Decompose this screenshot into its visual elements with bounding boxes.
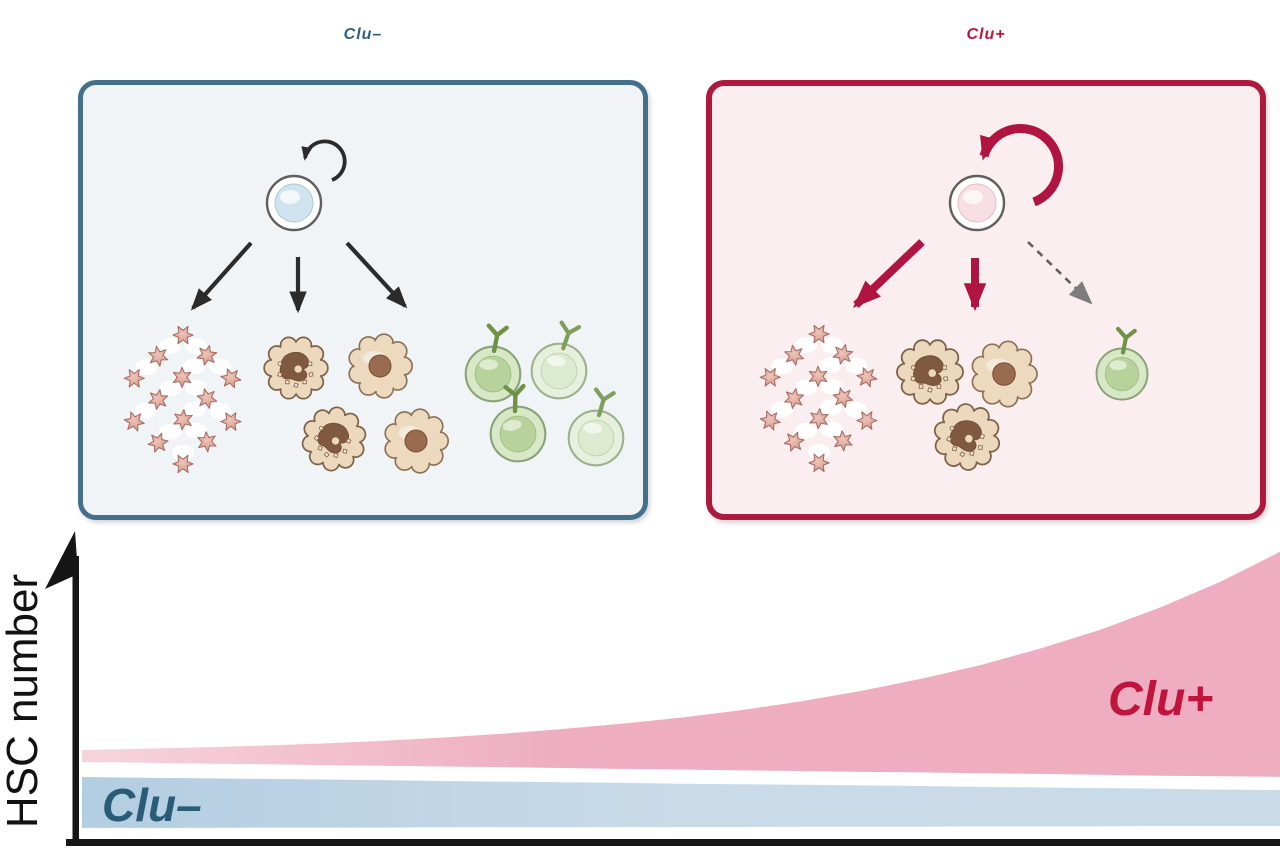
arrow-to-platelets [852,239,925,308]
self-renewal-arrow [301,139,347,182]
self-renewal-arrow [979,123,1064,207]
lymphoid-cell [1097,329,1148,400]
panel-clu-minus [78,80,648,520]
myeloid-cells [896,339,1038,478]
arrow-to-lymphoid [345,241,408,309]
dashed-arrow-to-lymphoid [1027,241,1093,305]
arrow-to-platelets [190,241,253,311]
clu-minus-area [82,776,1280,828]
x-axis-line [66,839,1280,846]
chart-series-label-clu-plus: Clu+ [1108,673,1214,726]
lymphoid-cells [466,319,628,467]
y-axis-label: HSC number [0,573,47,829]
panel-clu-plus-art [712,123,1260,478]
y-axis-line [72,556,79,845]
panel-clu-plus [706,80,1266,520]
clu-plus-area [82,551,1280,777]
myeloid-cells [263,333,450,482]
hsc-cell [948,174,1006,232]
panel-title-clu-plus: Clu+ [966,26,1006,43]
y-axis-arrowhead-icon [45,531,78,589]
platelet-cluster [759,325,879,471]
panel-title-clu-minus: Clu– [343,26,383,43]
hsc-cell [265,174,323,232]
platelet-cluster [123,326,243,472]
panel-clu-minus-art [83,139,643,482]
chart-series-label-clu-minus: Clu– [102,779,202,831]
